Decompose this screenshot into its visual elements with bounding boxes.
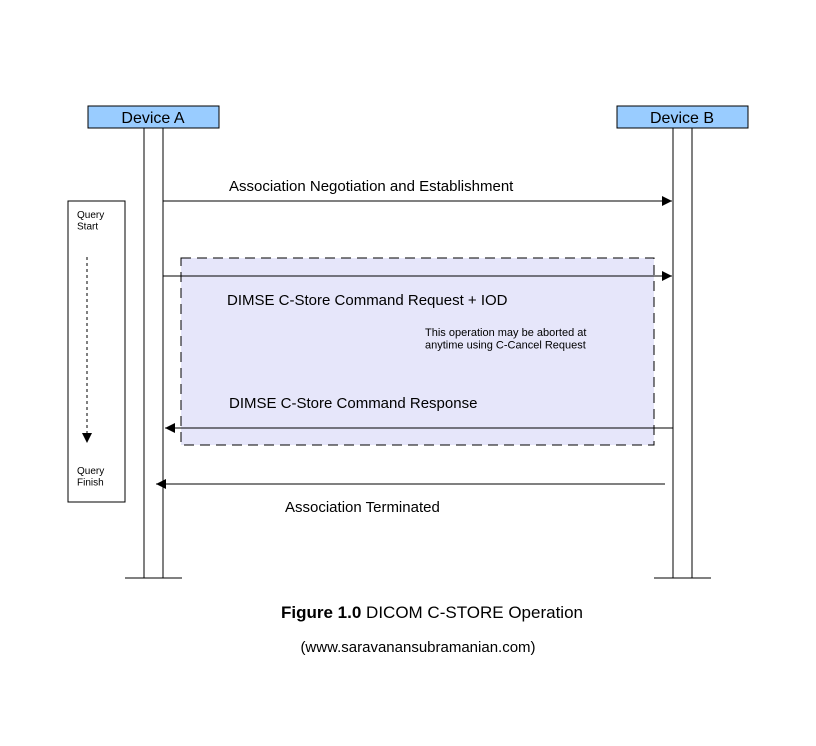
figure-caption-number: Figure 1.0 (281, 603, 361, 622)
device-b-lifeline (672, 127, 693, 579)
figure-caption: Figure 1.0 DICOM C-STORE Operation (281, 603, 583, 622)
request-label: DIMSE C-Store Command Request + IOD (227, 292, 508, 309)
device-a: Device A (87, 105, 220, 579)
operation-region (180, 257, 655, 446)
device-a-lifeline (143, 127, 164, 579)
abort-note-line: anytime using C-Cancel Request (425, 340, 586, 352)
figure-caption-title: DICOM C-STORE Operation (361, 603, 583, 622)
device-b-label: Device B (650, 110, 714, 127)
device-b: Device B (616, 105, 749, 579)
terminated-label: Association Terminated (285, 499, 440, 516)
query-start-label-line: Start (77, 222, 98, 233)
abort-note-line: This operation may be aborted at (425, 327, 586, 339)
query-finish-label-line: Query (77, 466, 104, 477)
association-label: Association Negotiation and Establishmen… (229, 178, 514, 195)
query-bar-box (67, 200, 126, 503)
query-finish-label-line: Finish (77, 478, 104, 489)
device-a-label: Device A (121, 110, 184, 127)
figure-source: (www.saravanansubramanian.com) (300, 639, 535, 656)
query-start-label-line: Query (77, 210, 104, 221)
response-label: DIMSE C-Store Command Response (229, 395, 477, 412)
